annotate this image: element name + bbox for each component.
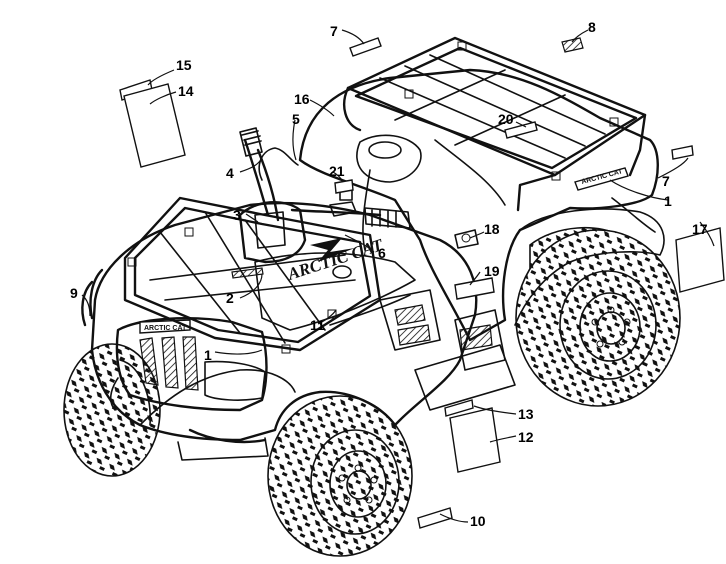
decal-7-right <box>671 145 694 160</box>
decal-12 <box>449 407 501 473</box>
callout-13: 13 <box>518 406 534 422</box>
callout-18: 18 <box>484 221 500 237</box>
callout-15: 15 <box>176 57 192 73</box>
callout-labels: 1 1 2 3 4 5 6 7 7 8 9 10 11 12 13 14 15 … <box>70 19 708 529</box>
front-grille <box>109 317 268 412</box>
fender-pocket <box>454 229 479 249</box>
callout-1-grille: 1 <box>204 347 212 363</box>
hood-logo-decal: ARCTIC CAT <box>284 235 385 284</box>
decal-14 <box>123 83 186 168</box>
rack-side-plate: ARCTIC CAT <box>574 167 629 191</box>
handlebar-assembly <box>239 127 411 229</box>
callout-17: 17 <box>692 221 708 237</box>
callout-11: 11 <box>310 317 325 333</box>
loose-decals <box>119 37 725 529</box>
side-panel <box>379 289 506 371</box>
callout-3: 3 <box>233 207 241 223</box>
callout-1-rack: 1 <box>664 193 672 209</box>
decal-17 <box>675 227 725 293</box>
callout-19: 19 <box>484 263 500 279</box>
console-decal <box>334 179 354 194</box>
rear-fender <box>298 68 665 342</box>
decal-7-top <box>349 37 382 57</box>
callout-6: 6 <box>378 245 386 261</box>
decal-13 <box>444 399 474 417</box>
callout-16: 16 <box>294 91 310 107</box>
rear-rack <box>343 36 647 212</box>
front-bumper <box>81 268 269 461</box>
rear-rack-decal <box>504 121 538 139</box>
callout-10: 10 <box>470 513 486 529</box>
callout-12: 12 <box>518 429 534 445</box>
front-left-wheel <box>63 343 161 477</box>
callout-14: 14 <box>178 83 194 99</box>
front-right-wheel <box>267 395 413 557</box>
callout-7-right: 7 <box>662 173 670 189</box>
callout-4: 4 <box>226 165 234 181</box>
rear-right-wheel <box>515 229 681 407</box>
decal-10 <box>417 507 453 529</box>
front-rack-plate-decal <box>231 267 264 279</box>
callout-8: 8 <box>588 19 596 35</box>
grille-badge-text: ARCTIC CAT <box>144 325 187 332</box>
callout-5: 5 <box>292 111 300 127</box>
footrest <box>414 344 516 411</box>
callout-21: 21 <box>329 163 345 179</box>
callout-2: 2 <box>226 290 234 306</box>
decal-8 <box>561 37 584 53</box>
callout-7-top: 7 <box>330 23 338 39</box>
callout-20: 20 <box>498 111 514 127</box>
grille-badge-decal: ARCTIC CAT <box>139 319 191 334</box>
fender-warning-decal <box>454 277 495 300</box>
brake-cable <box>258 147 299 181</box>
leader-lines <box>81 29 715 523</box>
callout-9: 9 <box>70 285 78 301</box>
instrument-pod <box>238 201 307 264</box>
